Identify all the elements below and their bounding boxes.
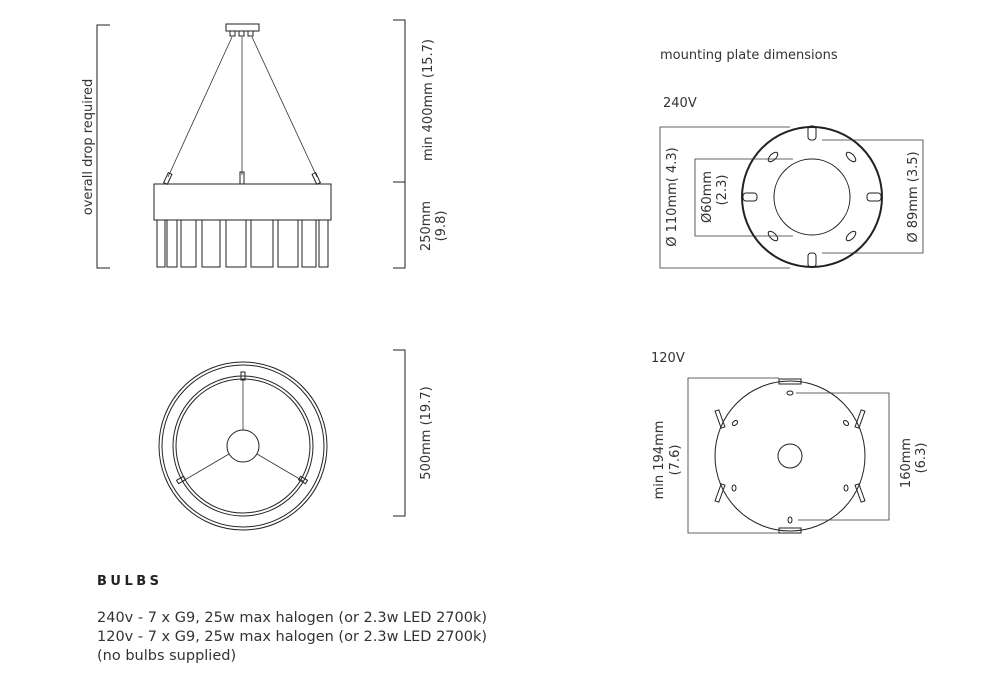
crystal-rod: [250, 219, 274, 268]
screw-slot: [845, 230, 857, 242]
outer-diameter-dimension-line: [659, 126, 790, 269]
label-240v: 240V: [663, 96, 697, 111]
plate-tab: [714, 409, 726, 429]
cable-gripper: [311, 171, 322, 185]
plate-tab: [854, 409, 866, 429]
plate-clip: [807, 125, 817, 141]
crystal-rod: [277, 219, 299, 268]
inner-diameter-dimension-line: [694, 158, 793, 237]
canopy-fitting: [247, 30, 254, 37]
screw-spacing-label-in: (6.3): [914, 443, 929, 474]
crystal-rods: [156, 219, 329, 268]
plate-outline: [741, 126, 883, 268]
inner-ring-inner-edge: [175, 378, 311, 514]
diameter-label: 500mm (19.7): [419, 386, 434, 479]
plate-outline: [714, 380, 866, 532]
mounting-plate-120v: min 194mm (7.6) 160mm (6.3): [652, 377, 929, 534]
screw-diameter-label: Ø 89mm (3.5): [906, 151, 921, 242]
crystal-rod: [180, 219, 197, 268]
suspension-cable: [167, 36, 233, 178]
plate-clip: [807, 252, 817, 268]
min-drop-label: min 400mm (15.7): [421, 39, 436, 161]
diameter-bracket: [393, 349, 406, 517]
overall-drop-label: overall drop required: [81, 79, 96, 215]
screw-slot: [767, 151, 779, 163]
spoke: [256, 453, 304, 482]
spoke-connector: [240, 371, 246, 381]
outer-diameter-label: Ø 110mm( 4.3): [665, 147, 680, 246]
height-label-in: (9.8): [434, 211, 449, 242]
label-120v: 120V: [651, 351, 685, 366]
plate-clip: [742, 192, 758, 202]
spoke-connector: [297, 475, 309, 485]
crystal-rod: [166, 219, 178, 268]
screw-slot: [787, 516, 793, 524]
screw-slot: [731, 484, 737, 492]
plate-tab: [778, 378, 802, 385]
plate-tab: [854, 483, 866, 503]
crystal-rod: [318, 219, 329, 268]
side-view-drawing: overall drop required min 400mm (15.7) 2…: [81, 19, 449, 269]
screw-slot: [843, 484, 849, 492]
mounting-title: mounting plate dimensions: [660, 48, 838, 63]
top-view-drawing: 500mm (19.7): [158, 349, 434, 531]
screw-slot: [845, 151, 857, 163]
crystal-rod: [156, 219, 166, 268]
screw-spacing-dimension-line: [796, 392, 890, 521]
plate-width-label-mm: min 194mm: [652, 421, 667, 500]
chandelier-body: [153, 183, 332, 221]
spoke-connector: [175, 475, 187, 485]
bulbs-note: (no bulbs supplied): [97, 648, 237, 664]
suspension-cable: [251, 36, 318, 178]
plate-clip: [866, 192, 882, 202]
height-label-mm: 250mm: [419, 201, 434, 251]
inner-ring: [172, 375, 314, 517]
screw-spacing-label-mm: 160mm: [899, 438, 914, 488]
plate-center-opening: [773, 158, 851, 236]
bulbs-heading: BULBS: [97, 574, 163, 589]
hub: [226, 429, 260, 463]
canopy: [225, 23, 260, 32]
crystal-rod: [201, 219, 221, 268]
bulbs-section: BULBS 240v - 7 x G9, 25w max halogen (or…: [97, 574, 487, 666]
plate-width-dimension-line: [687, 377, 779, 534]
plate-center-hole: [777, 443, 803, 469]
screw-diameter-dimension-line: [822, 139, 924, 254]
plate-width-label-in: (7.6): [668, 445, 683, 476]
bulb-spec-240v: 240v - 7 x G9, 25w max halogen (or 2.3w …: [97, 610, 488, 626]
screw-slot: [767, 230, 779, 242]
canopy-fitting: [238, 30, 245, 37]
crystal-rod: [225, 219, 247, 268]
mounting-plate-240v: Ø 110mm( 4.3) Ø60mm (2.3) Ø 89mm (3.5): [659, 125, 924, 269]
crystal-rod: [301, 219, 317, 268]
plate-tab: [778, 527, 802, 534]
outer-ring-inner-edge: [161, 364, 325, 528]
screw-slot: [731, 419, 739, 427]
inner-diameter-label-mm: Ø60mm: [700, 171, 715, 223]
canopy-fitting: [229, 30, 236, 37]
overall-drop-bracket: [96, 24, 110, 269]
outer-ring: [158, 361, 328, 531]
screw-slot: [786, 390, 794, 396]
screw-slot: [842, 419, 850, 427]
inner-diameter-label-in: (2.3): [715, 175, 730, 206]
spoke: [182, 453, 230, 482]
height-bracket: [393, 19, 406, 269]
plate-tab: [714, 483, 726, 503]
cable-gripper: [162, 171, 173, 185]
bulb-spec-120v: 120v - 7 x G9, 25w max halogen (or 2.3w …: [97, 629, 488, 645]
